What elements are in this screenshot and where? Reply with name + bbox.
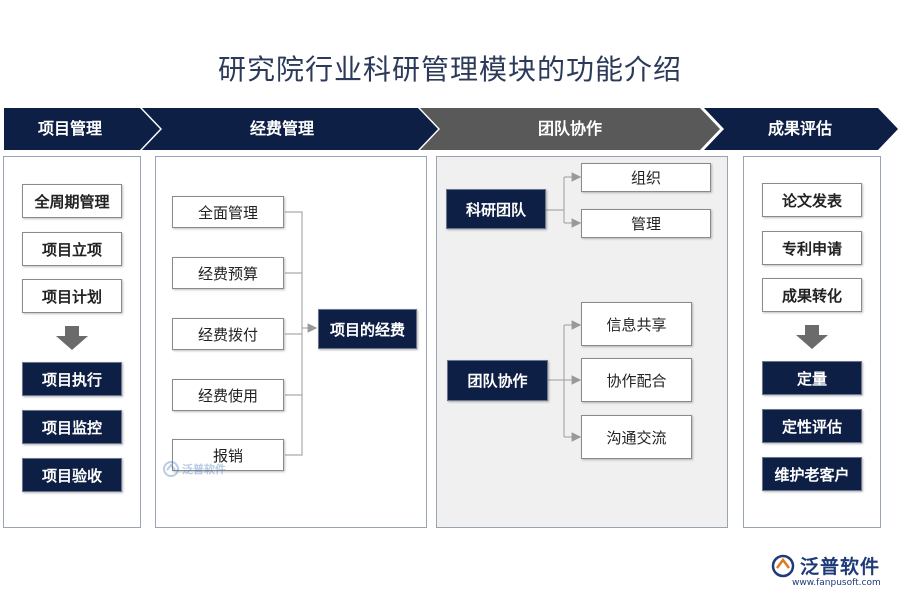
brand-logo: 泛普软件	[770, 552, 880, 579]
project-item-planning: 项目计划	[22, 279, 122, 313]
watermark-text: 泛普软件	[182, 463, 226, 476]
header-label: 团队协作	[538, 119, 603, 138]
brand-logo-icon	[771, 554, 795, 577]
watermark: 泛普软件	[162, 460, 226, 478]
results-item-client-retention: 维护老客户	[762, 457, 862, 491]
results-item-papers: 论文发表	[762, 183, 862, 217]
project-item-acceptance: 项目验收	[22, 458, 122, 492]
header-arrow-shape	[4, 108, 160, 150]
funding-item-usage: 经费使用	[172, 379, 284, 411]
funding-item-allocation: 经费拨付	[172, 318, 284, 350]
project-item-initiation: 项目立项	[22, 232, 122, 266]
header-arrow-shape	[420, 108, 720, 150]
project-item-execution: 项目执行	[22, 362, 122, 396]
watermark-logo-icon	[163, 461, 179, 477]
project-item-full-lifecycle: 全周期管理	[22, 184, 122, 218]
team-item-info-sharing: 信息共享	[581, 302, 692, 346]
funding-item-budget: 经费预算	[172, 257, 284, 289]
team-item-organization: 组织	[581, 163, 711, 192]
header-arrow-shape	[142, 108, 438, 150]
down-arrow-icon	[796, 325, 828, 349]
results-item-qualitative: 定性评估	[762, 409, 862, 443]
header-results-evaluation: 成果评估	[704, 108, 898, 150]
page-title: 研究院行业科研管理模块的功能介绍	[217, 53, 682, 86]
team-item-management: 管理	[581, 209, 711, 238]
header-label: 项目管理	[38, 119, 103, 138]
project-item-monitoring: 项目监控	[22, 410, 122, 444]
results-item-transformation: 成果转化	[762, 278, 862, 312]
brand-url: www.fanpusoft.com	[792, 578, 881, 588]
header-project-management: 项目管理	[4, 108, 160, 150]
results-item-quantitative: 定量	[762, 361, 862, 395]
header-funding-management: 经费管理	[142, 108, 438, 150]
team-source-collaboration: 团队协作	[447, 360, 548, 401]
header-arrow-shape	[704, 108, 898, 150]
team-source-research-team: 科研团队	[446, 189, 546, 229]
header-label: 经费管理	[250, 119, 315, 138]
header-team-collaboration: 团队协作	[420, 108, 720, 150]
results-item-patents: 专利申请	[762, 231, 862, 265]
funding-target-project-funds: 项目的经费	[318, 309, 417, 349]
down-arrow-icon	[56, 326, 88, 350]
funding-item-comprehensive: 全面管理	[172, 196, 284, 228]
brand-name: 泛普软件	[800, 556, 881, 578]
team-item-cooperation: 协作配合	[581, 358, 692, 402]
team-item-communication: 沟通交流	[581, 415, 692, 459]
funding-item-reimbursement: 报销	[172, 439, 284, 471]
header-label: 成果评估	[768, 119, 833, 138]
